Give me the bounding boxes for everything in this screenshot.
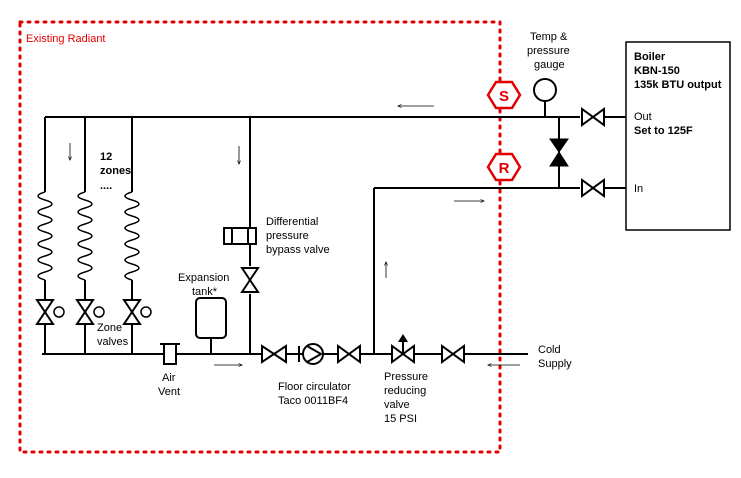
zone-valve-icon [35, 299, 65, 325]
zone-loop [77, 117, 93, 354]
zone-valve-icon [75, 299, 105, 325]
zone-valves-label-2: valves [97, 336, 129, 348]
cold-supply-label: Cold [538, 344, 561, 356]
bypass-valve-icon [223, 227, 260, 293]
boiler-output: 135k BTU output [634, 79, 722, 91]
circulator-pump-icon [298, 343, 324, 365]
expansion-label: Expansion [178, 272, 229, 284]
expansion-label-2: tank* [192, 286, 218, 298]
gauge-label-3: gauge [534, 59, 565, 71]
zone-count-label: 12 [100, 151, 112, 163]
boiler-box [625, 41, 731, 231]
isolation-valve-icon [581, 178, 605, 198]
bypass-label: Differential [266, 216, 318, 228]
zone-ellipsis: .... [100, 180, 112, 192]
existing-radiant-region [18, 20, 502, 454]
prv-label-2: reducing [384, 385, 426, 397]
supply-badge: S [486, 80, 522, 110]
cold-supply-label-2: Supply [538, 358, 572, 370]
boiler-title: Boiler [634, 51, 666, 63]
zone-loop [37, 117, 53, 354]
gauge-label: Temp & [530, 31, 568, 43]
temp-pressure-gauge-icon [533, 78, 557, 102]
boiler-setpoint: Set to 125F [634, 125, 693, 137]
zone-valve-icon [122, 299, 152, 325]
isolation-valve-icon [441, 344, 465, 364]
isolation-valve-icon [581, 107, 605, 127]
isolation-valve-icon [261, 344, 287, 364]
boiler-in-label: In [634, 183, 643, 195]
zone-valves-label: Zone [97, 322, 122, 334]
circulator-label-2: Taco 0011BF4 [278, 395, 348, 407]
zone-count-label-2: zones [100, 165, 131, 177]
boiler-model: KBN-150 [634, 65, 680, 77]
return-badge: R [486, 152, 522, 182]
prv-label: Pressure [384, 371, 428, 383]
region-label: Existing Radiant [26, 33, 106, 45]
boiler-out-label: Out [634, 111, 652, 123]
air-vent-label: Air [162, 372, 176, 384]
bypass-label-2: pressure [266, 230, 309, 242]
isolation-valve-icon [337, 344, 361, 364]
expansion-tank-icon [195, 297, 227, 354]
circulator-label: Floor circulator [278, 381, 351, 393]
zone-loop [124, 117, 140, 354]
check-valve-icon [549, 138, 569, 167]
prv-label-3: valve [384, 399, 410, 411]
svg-text:S: S [499, 88, 509, 105]
prv-label-4: 15 PSI [384, 413, 417, 425]
svg-text:R: R [499, 160, 510, 177]
bypass-label-3: bypass valve [266, 244, 330, 256]
pressure-reducing-valve-icon [391, 334, 415, 364]
gauge-label-2: pressure [527, 45, 570, 57]
air-vent-icon [160, 343, 180, 365]
air-vent-label-2: Vent [158, 386, 180, 398]
